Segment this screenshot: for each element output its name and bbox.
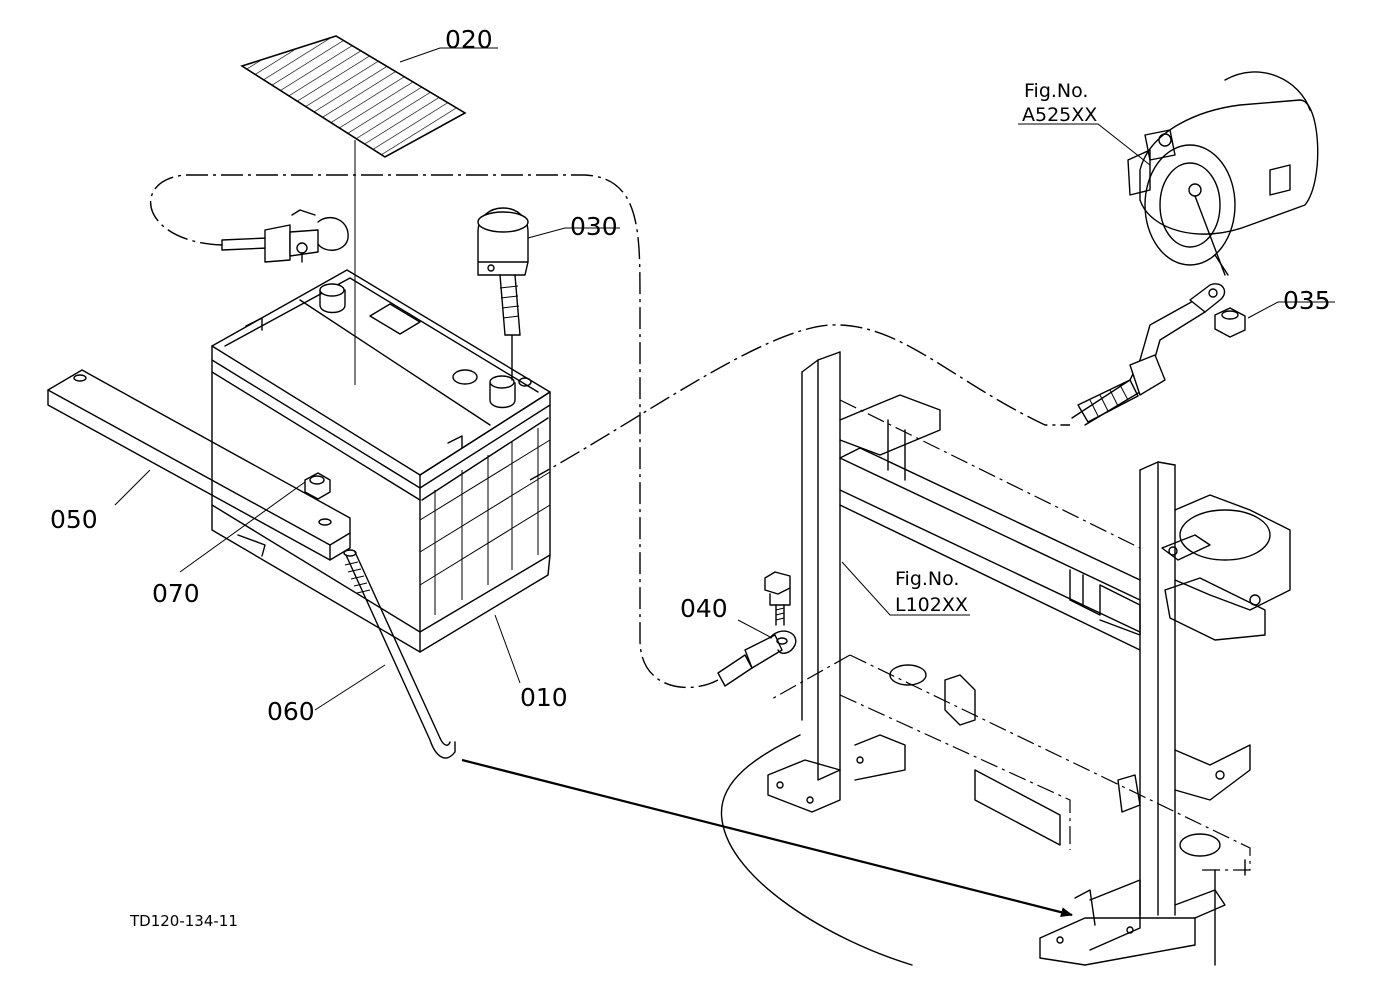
hold-down-nut	[304, 472, 331, 500]
leader-lines	[114, 47, 1335, 711]
figref-starter-code: A525XX	[1022, 104, 1097, 126]
callout-040: 040	[680, 594, 728, 623]
callout-010: 010	[520, 683, 568, 712]
starter-motor	[1127, 71, 1319, 276]
battery	[211, 269, 551, 653]
chassis-frame	[720, 351, 1291, 966]
battery-label-sticker	[240, 35, 467, 385]
j-bolt	[343, 549, 456, 759]
drawing-id: TD120-134-11	[129, 912, 238, 930]
callout-035: 035	[1283, 286, 1331, 315]
callout-060: 060	[267, 697, 315, 726]
callout-030: 030	[570, 212, 618, 241]
positive-cable-end	[1071, 283, 1246, 426]
callout-070: 070	[152, 579, 200, 608]
ground-cable	[717, 571, 797, 687]
hold-down-bar	[47, 369, 351, 561]
terminal-cover	[477, 207, 1070, 481]
figref-frame-label: Fig.No.	[895, 568, 959, 590]
negative-cable	[149, 174, 719, 689]
callout-050: 050	[50, 505, 98, 534]
figref-frame-code: L102XX	[895, 594, 968, 616]
callout-020: 020	[445, 25, 493, 54]
installation-arrow	[461, 758, 1073, 918]
figref-starter-label: Fig.No.	[1024, 80, 1088, 102]
